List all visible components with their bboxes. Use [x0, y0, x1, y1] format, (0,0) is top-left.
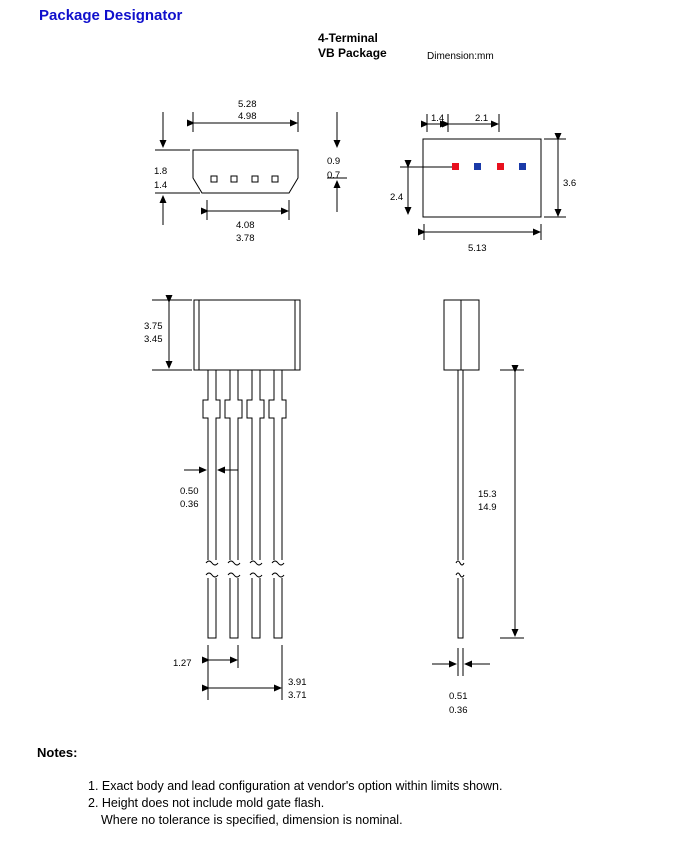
dim-top-width-max: 5.28 [238, 99, 257, 110]
package-title-line2: VB Package [318, 46, 387, 60]
dim-lead-width-min: 0.36 [180, 499, 199, 510]
dim-pitch: 1.27 [173, 658, 192, 669]
units-label: Dimension:mm [427, 51, 494, 62]
page-heading: Package Designator [39, 7, 183, 24]
dim-body-height-max: 3.75 [144, 321, 163, 332]
pad-marker-blue [474, 163, 481, 170]
dim-side-lead-min: 0.36 [449, 705, 468, 716]
front-view [152, 295, 301, 700]
dim-thick-min: 0.7 [327, 170, 341, 181]
dim-face-full: 3.6 [563, 178, 577, 189]
face-view [400, 114, 566, 240]
dim-lead-width-max: 0.50 [180, 486, 199, 497]
dim-lead-length-min: 14.9 [478, 502, 497, 513]
notes-heading: Notes: [37, 745, 78, 760]
note-2: 2. Height does not include mold gate fla… [88, 796, 325, 810]
dim-height-min: 1.4 [154, 180, 168, 191]
dim-thick-max: 0.9 [327, 156, 341, 167]
dim-side-lead-max: 0.51 [449, 691, 468, 702]
top-view [155, 112, 347, 225]
dim-height-max: 1.8 [154, 166, 168, 177]
side-view [432, 299, 524, 676]
dim-top-width-min: 4.98 [238, 111, 257, 122]
dim-pad-a: 1.4 [431, 113, 445, 124]
dim-face-height: 2.4 [390, 192, 404, 203]
pad-marker-red [452, 163, 459, 170]
dim-bottom-width-min: 3.78 [236, 233, 255, 244]
dim-span-min: 3.71 [288, 690, 307, 701]
pad-marker-blue [519, 163, 526, 170]
pad-marker-red [497, 163, 504, 170]
package-title: 4-Terminal VB Package [318, 31, 387, 61]
package-title-line1: 4-Terminal [318, 31, 378, 45]
dim-pad-b: 2.1 [475, 113, 489, 124]
dim-body-height-min: 3.45 [144, 334, 163, 345]
dim-face-width: 5.13 [468, 243, 487, 254]
note-1: 1. Exact body and lead configuration at … [88, 779, 503, 793]
dim-span-max: 3.91 [288, 677, 307, 688]
dim-lead-length-max: 15.3 [478, 489, 497, 500]
dim-bottom-width-max: 4.08 [236, 220, 255, 231]
note-3: Where no tolerance is specified, dimensi… [101, 813, 403, 827]
